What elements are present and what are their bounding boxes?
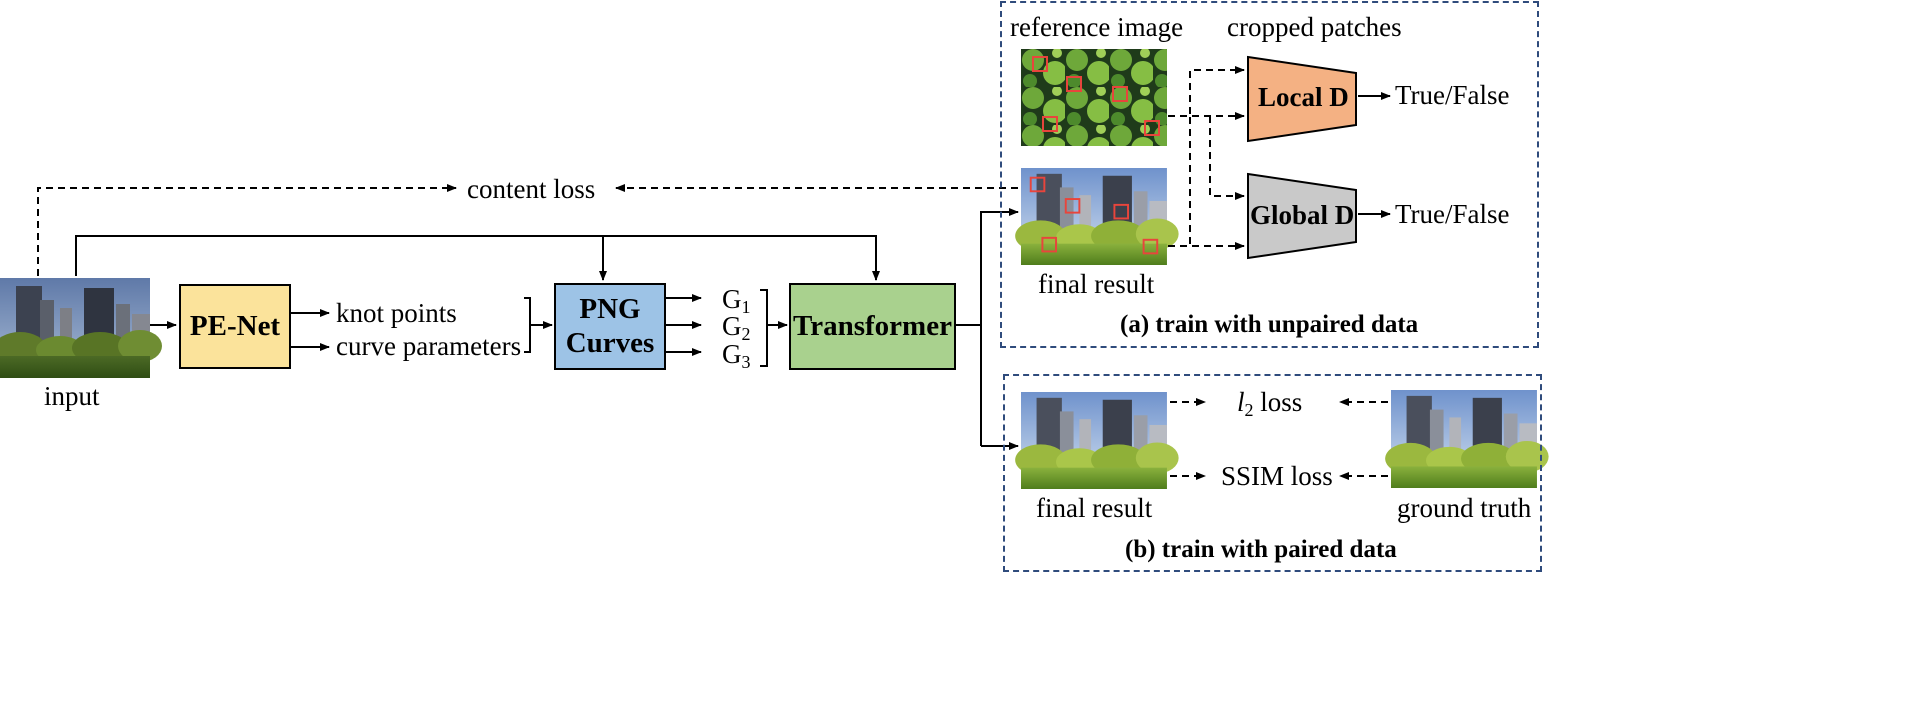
- l2-symbol: l: [1237, 387, 1245, 417]
- g2-subscript: 2: [741, 324, 751, 344]
- dashed-connectors: [37, 66, 1388, 480]
- transformer-label: Transformer: [793, 309, 952, 342]
- png-curves-label-line2: Curves: [565, 326, 655, 359]
- pe-net-block: PE-Net: [179, 284, 291, 369]
- solid-connectors: [75, 92, 1391, 450]
- l2-subscript: 2: [1244, 400, 1254, 420]
- content-loss-label: content loss: [467, 174, 596, 204]
- local-d-label: Local D: [1258, 82, 1349, 112]
- pe-net-label: PE-Net: [189, 309, 281, 342]
- global-d-block: [1247, 172, 1357, 260]
- panel-paired: [1003, 374, 1542, 572]
- reference-image-label: reference image: [1010, 12, 1184, 42]
- global-d-label: Global D: [1250, 200, 1355, 230]
- knot-points-label: knot points: [336, 298, 457, 328]
- png-curves-block: PNG Curves: [554, 283, 666, 370]
- final-result-label-a: final result: [1038, 269, 1155, 299]
- local-d-block: [1247, 55, 1357, 143]
- paired-caption: (b) train with paired data: [1125, 536, 1397, 563]
- g3-label: G3: [722, 339, 751, 372]
- reference-image: [1021, 49, 1167, 146]
- input-label: input: [44, 381, 100, 411]
- unpaired-caption: (a) train with unpaired data: [1120, 311, 1419, 338]
- cropped-patches-label: cropped patches: [1227, 12, 1402, 42]
- final-result-label-b: final result: [1036, 493, 1153, 523]
- panel-unpaired: [1000, 1, 1539, 348]
- g2-letter: G: [722, 311, 742, 341]
- final-result-image-a: [1015, 168, 1179, 265]
- l2-word: loss: [1260, 387, 1303, 417]
- ground-truth-label: ground truth: [1397, 493, 1532, 523]
- l2-loss-label: l2 loss: [1237, 387, 1303, 420]
- g2-label: G2: [722, 311, 751, 344]
- transformer-block: Transformer: [789, 283, 956, 370]
- curve-parameters-label: curve parameters: [336, 331, 522, 361]
- png-curves-label-line1: PNG: [579, 293, 641, 326]
- g1-subscript: 1: [741, 297, 751, 317]
- true-false-local-label: True/False: [1395, 80, 1510, 110]
- ssim-loss-label: SSIM loss: [1221, 461, 1333, 491]
- g3-subscript: 3: [741, 352, 751, 372]
- g1-label: G1: [722, 284, 751, 317]
- g3-letter: G: [722, 339, 742, 369]
- g1-letter: G: [722, 284, 742, 314]
- input-image: [0, 278, 162, 378]
- true-false-global-label: True/False: [1395, 199, 1510, 229]
